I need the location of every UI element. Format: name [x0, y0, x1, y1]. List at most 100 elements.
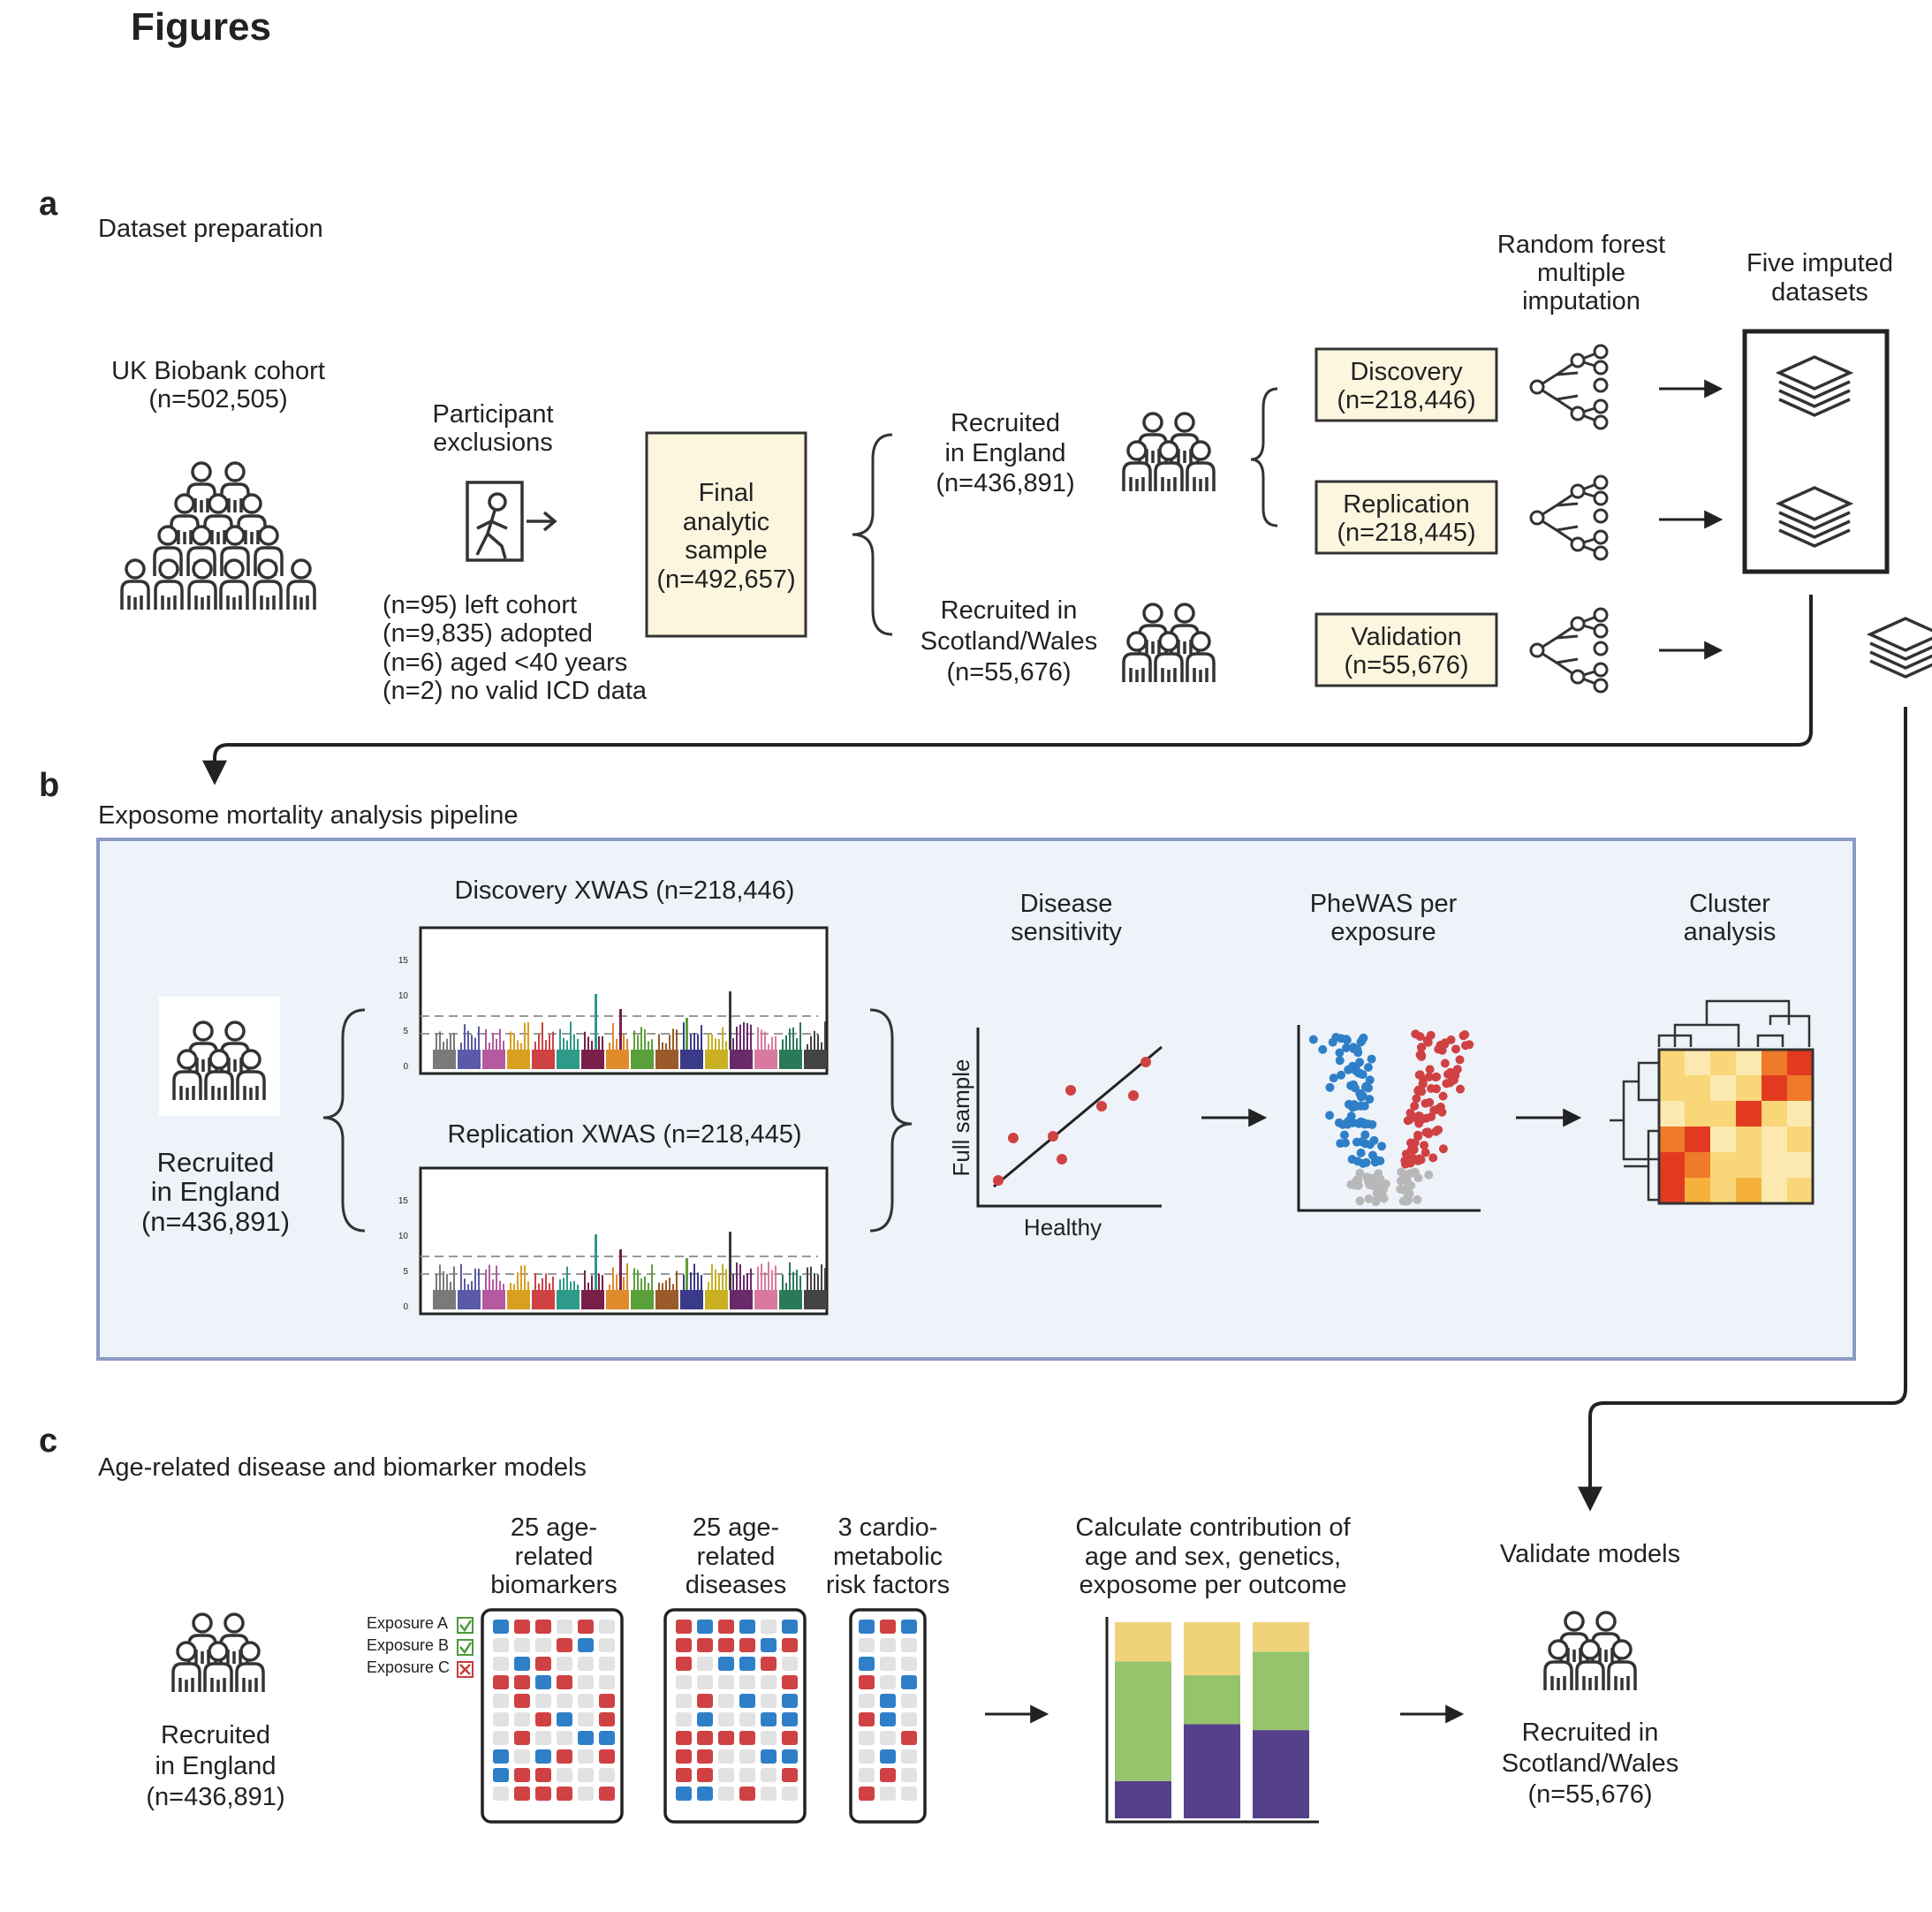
- checkbox-checked-icon: [457, 1639, 474, 1656]
- svg-text:exclusions: exclusions: [433, 429, 552, 457]
- svg-text:Participant: Participant: [432, 400, 553, 429]
- grid-cell: [880, 1638, 896, 1652]
- manhattan-point: [810, 1266, 812, 1290]
- manhattan-block: [532, 1290, 555, 1309]
- svg-text:exposure: exposure: [1330, 918, 1436, 946]
- exposure-label: Exposure B: [367, 1636, 449, 1654]
- volcano-point: [1455, 1055, 1465, 1065]
- manhattan-point: [743, 1021, 745, 1050]
- manhattan-point: [697, 1034, 699, 1050]
- grid-cell: [880, 1712, 896, 1726]
- manhattan-point: [545, 1040, 547, 1050]
- grid-cell: [578, 1768, 594, 1782]
- volcano-point: [1329, 1074, 1338, 1083]
- manhattan-point: [799, 1022, 801, 1050]
- disease-xlabel: Healthy: [1024, 1214, 1102, 1241]
- manhattan-point: [662, 1042, 663, 1050]
- manhattan-point: [439, 1264, 441, 1290]
- exposure-label: Exposure A: [367, 1614, 448, 1632]
- volcano-point: [1445, 1078, 1455, 1088]
- svg-text:Recruited in: Recruited in: [941, 596, 1078, 625]
- manhattan-point: [527, 1021, 529, 1050]
- grid-cell: [761, 1787, 777, 1801]
- manhattan-point: [450, 1281, 451, 1290]
- grid-cell: [535, 1657, 551, 1671]
- manhattan-block: [804, 1050, 827, 1069]
- grid-cell: [782, 1787, 798, 1801]
- manhattan-point: [520, 1265, 522, 1290]
- manhattan-point: [651, 1039, 653, 1050]
- manhattan-point: [524, 1022, 526, 1050]
- bar-segment-age-sex: [1115, 1622, 1171, 1662]
- grid-cell: [557, 1731, 572, 1745]
- grid-cell: [557, 1787, 572, 1801]
- manhattan-point: [464, 1024, 466, 1050]
- manhattan-point: [711, 1034, 713, 1050]
- manhattan-point: [467, 1284, 469, 1290]
- connector-a-to-b: [202, 595, 1813, 785]
- manhattan-point: [460, 1263, 462, 1290]
- svg-text:(n=436,891): (n=436,891): [146, 1783, 284, 1811]
- manhattan-point: [665, 1043, 667, 1050]
- cluster-title: Cluster analysis: [1684, 890, 1777, 946]
- manhattan-point: [725, 1041, 727, 1050]
- manhattan-point: [510, 1282, 511, 1290]
- svg-text:(n=502,505): (n=502,505): [148, 385, 287, 414]
- volcano-point: [1375, 1179, 1384, 1188]
- grid-cell: [557, 1657, 572, 1671]
- volcano-point: [1318, 1044, 1328, 1054]
- manhattan-block: [631, 1290, 654, 1309]
- grid-cell: [578, 1657, 594, 1671]
- manhattan-point: [796, 1038, 798, 1050]
- grid-cell: [782, 1768, 798, 1782]
- volcano-point: [1365, 1075, 1375, 1085]
- volcano-point: [1451, 1044, 1460, 1054]
- grid-cell: [599, 1657, 615, 1671]
- heatmap-cell: [1659, 1101, 1685, 1127]
- manhattan-block: [705, 1050, 728, 1069]
- svg-text:25 age-: 25 age-: [511, 1514, 597, 1542]
- svg-text:metabolic: metabolic: [833, 1543, 943, 1571]
- svg-text:Scotland/Wales: Scotland/Wales: [1502, 1749, 1678, 1778]
- manhattan-point: [577, 1284, 579, 1290]
- manhattan-ytick: 10: [398, 991, 409, 1001]
- grid-cell: [782, 1712, 798, 1726]
- svg-text:(n=55,676): (n=55,676): [1344, 651, 1468, 679]
- grid-cell: [676, 1638, 692, 1652]
- grid-cell: [514, 1638, 530, 1652]
- grid-cell: [514, 1712, 530, 1726]
- svg-text:in England: in England: [151, 1176, 281, 1207]
- bar-segment-genetics: [1253, 1651, 1309, 1731]
- volcano-point: [1356, 1117, 1366, 1127]
- manhattan-point: [552, 1031, 554, 1050]
- manhattan-point: [591, 1041, 593, 1050]
- manhattan-point: [701, 1025, 702, 1050]
- grid-cell: [880, 1620, 896, 1634]
- grid-cell: [697, 1620, 713, 1634]
- manhattan-point: [623, 1033, 625, 1050]
- manhattan-point: [566, 1040, 568, 1050]
- grid-cell: [493, 1675, 509, 1689]
- heatmap-cell: [1685, 1178, 1710, 1203]
- scatter-point: [993, 1175, 1004, 1186]
- manhattan-point: [513, 1284, 515, 1290]
- grid-cell: [514, 1675, 530, 1689]
- manhattan-point: [807, 1267, 808, 1290]
- manhattan-point: [471, 1035, 473, 1050]
- manhattan-point: [669, 1035, 671, 1050]
- grid-cell: [493, 1787, 509, 1801]
- manhattan-point: [503, 1040, 504, 1050]
- grid-cell: [599, 1768, 615, 1782]
- volcano-point: [1438, 1144, 1448, 1154]
- manhattan-point: [587, 1036, 589, 1050]
- manhattan-point: [662, 1283, 663, 1290]
- manhattan-point: [602, 1036, 603, 1050]
- grid-cell: [514, 1768, 530, 1782]
- volcano-point: [1308, 1035, 1318, 1044]
- svg-text:sample: sample: [685, 536, 768, 565]
- volcano-point: [1434, 1125, 1443, 1134]
- volcano-point: [1381, 1180, 1390, 1189]
- volcano-point: [1407, 1112, 1417, 1121]
- grid-cell: [739, 1694, 755, 1708]
